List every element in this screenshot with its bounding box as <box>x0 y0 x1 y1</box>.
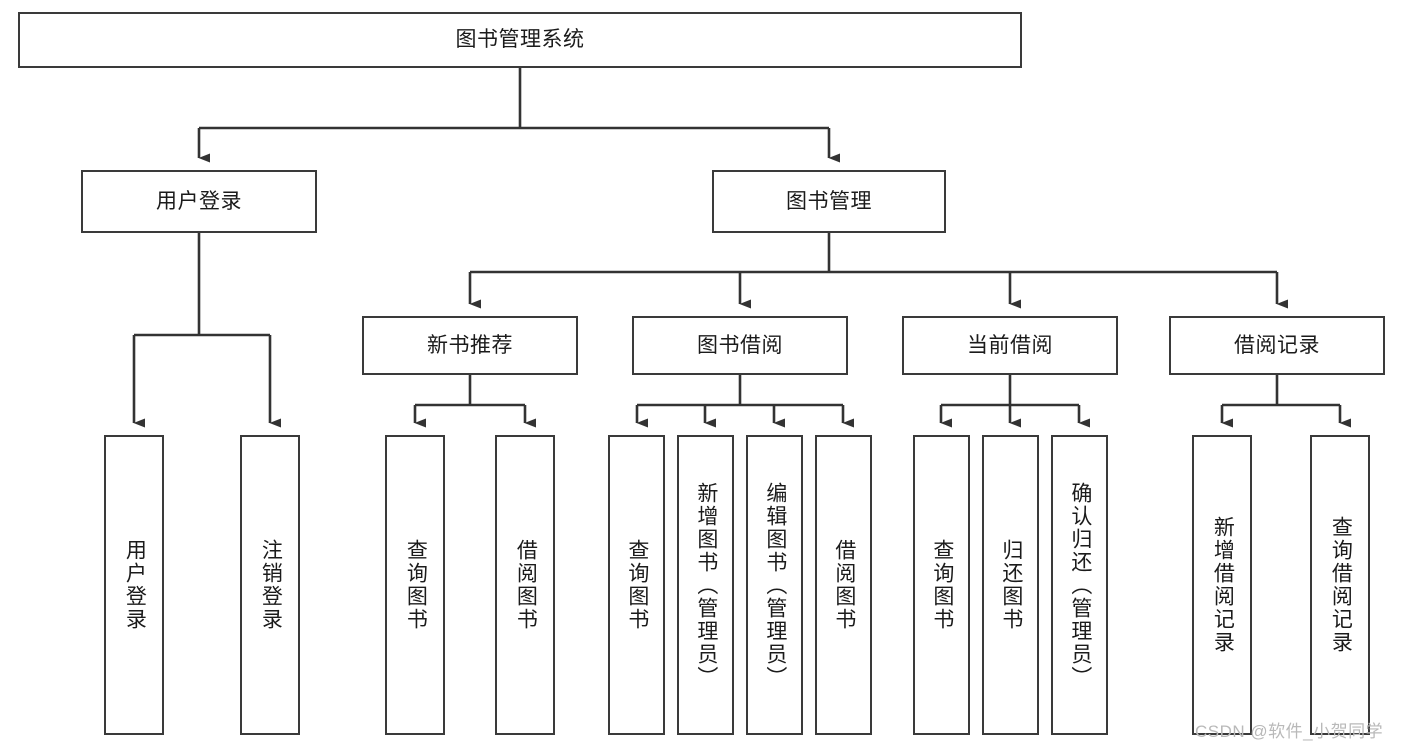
leaf-return-book[interactable]: 归还图书 <box>982 435 1039 735</box>
node-label: 确认归还（管理员） <box>1068 481 1092 689</box>
node-book-management-system[interactable]: 图书管理系统 <box>18 12 1022 68</box>
leaf-add-borrow-record[interactable]: 新增借阅记录 <box>1192 435 1252 735</box>
leaf-query-borrow-record[interactable]: 查询借阅记录 <box>1310 435 1370 735</box>
node-label: 查询图书 <box>930 539 954 631</box>
node-book-borrowing[interactable]: 图书借阅 <box>632 316 848 375</box>
leaf-query-book-borrowing[interactable]: 查询图书 <box>608 435 665 735</box>
node-label: 借阅图书 <box>832 539 856 631</box>
node-label: 图书借阅 <box>697 333 783 357</box>
leaf-logout[interactable]: 注销登录 <box>240 435 300 735</box>
node-new-book-recommendation[interactable]: 新书推荐 <box>362 316 578 375</box>
node-label: 新增借阅记录 <box>1211 516 1235 654</box>
leaf-query-book-new-rec[interactable]: 查询图书 <box>385 435 445 735</box>
node-label: 新书推荐 <box>427 333 513 357</box>
node-label: 查询图书 <box>625 539 649 631</box>
node-label: 当前借阅 <box>967 333 1053 357</box>
leaf-user-login[interactable]: 用户登录 <box>104 435 164 735</box>
node-label: 用户登录 <box>123 539 147 631</box>
node-user-login[interactable]: 用户登录 <box>81 170 317 233</box>
leaf-borrow-book-borrowing[interactable]: 借阅图书 <box>815 435 872 735</box>
leaf-query-book-current[interactable]: 查询图书 <box>913 435 970 735</box>
node-label: 新增图书（管理员） <box>694 481 718 689</box>
leaf-borrow-book-new-rec[interactable]: 借阅图书 <box>495 435 555 735</box>
node-label: 查询借阅记录 <box>1329 516 1353 654</box>
node-label: 图书管理系统 <box>455 28 585 52</box>
node-label: 借阅图书 <box>514 539 538 631</box>
node-label: 借阅记录 <box>1234 333 1320 357</box>
node-label: 注销登录 <box>259 539 283 631</box>
node-label: 查询图书 <box>404 539 428 631</box>
node-book-management[interactable]: 图书管理 <box>712 170 946 233</box>
leaf-add-book-admin[interactable]: 新增图书（管理员） <box>677 435 734 735</box>
node-current-borrowing[interactable]: 当前借阅 <box>902 316 1118 375</box>
leaf-edit-book-admin[interactable]: 编辑图书（管理员） <box>746 435 803 735</box>
node-label: 用户登录 <box>156 189 242 213</box>
leaf-confirm-return-admin[interactable]: 确认归还（管理员） <box>1051 435 1108 735</box>
node-label: 图书管理 <box>786 189 872 213</box>
node-borrowing-records[interactable]: 借阅记录 <box>1169 316 1385 375</box>
node-label: 归还图书 <box>999 539 1023 631</box>
node-label: 编辑图书（管理员） <box>763 481 787 689</box>
csdn-watermark: CSDN @软件_小贺同学 <box>1195 722 1384 741</box>
